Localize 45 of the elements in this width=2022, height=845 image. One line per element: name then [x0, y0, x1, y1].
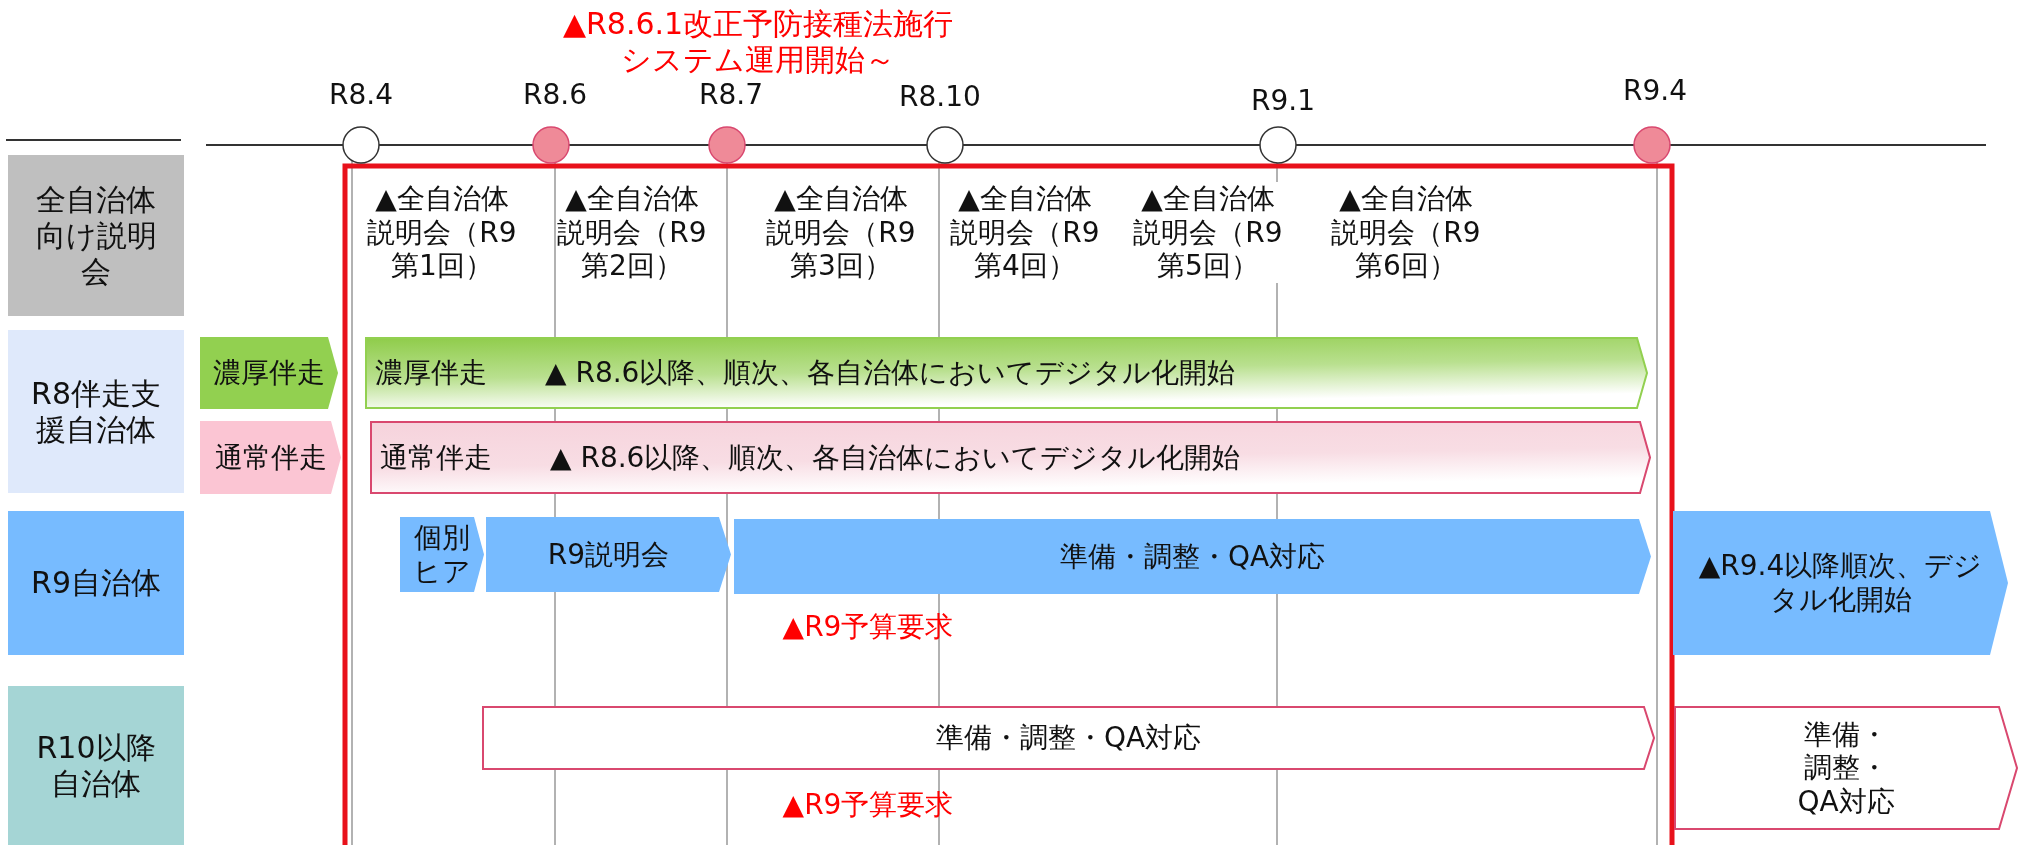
- phase-label: 準備・調整・QA対応: [935, 721, 1202, 755]
- phase-bar: [200, 337, 338, 409]
- phase-bar: [400, 517, 484, 592]
- event-note: ▲全自治体説明会（R9第2回）: [557, 182, 707, 283]
- phase-bar: [1674, 706, 2018, 830]
- phase-label: 準備・調整・QA対応: [1059, 539, 1326, 574]
- event-note: ▲全自治体説明会（R9第6回）: [1331, 182, 1481, 283]
- phase-label: 濃厚伴走: [375, 356, 487, 390]
- row-header: [8, 686, 184, 845]
- phase-bar: [734, 519, 1651, 594]
- row-header: [8, 511, 184, 655]
- phase-label: R9説明会: [547, 537, 670, 572]
- phase-label: 濃厚伴走: [213, 356, 325, 390]
- row-header: [8, 155, 184, 316]
- notice-text: ▲R8.6.1改正予防接種法施行システム運用開始～: [561, 6, 955, 78]
- milestone-label: R8.10: [898, 80, 982, 114]
- phase-label: ▲R9.4以降順次、デジタル化開始: [1697, 549, 1984, 617]
- row-title: R8伴走支援自治体: [31, 375, 161, 448]
- event-note: ▲全自治体説明会（R9第3回）: [766, 182, 916, 283]
- phase-bar: [1673, 511, 2008, 655]
- event-note: ▲全自治体説明会（R9第5回）: [1133, 182, 1283, 283]
- milestone-label: R8.6: [522, 78, 588, 112]
- milestone-label: R9.4: [1622, 74, 1688, 108]
- event-note: ▲全自治体説明会（R9第4回）: [950, 182, 1100, 283]
- phase-label: ▲ R8.6以降、順次、各自治体においてデジタル化開始: [550, 440, 1241, 475]
- phase-label: ▲ R8.6以降、順次、各自治体においてデジタル化開始: [545, 356, 1236, 390]
- row-title: 全自治体向け説明会: [34, 181, 158, 290]
- phase-label: 準備・調整・QA対応: [1796, 717, 1896, 819]
- milestone-label: R8.7: [698, 78, 764, 112]
- phase-bar: [365, 337, 1648, 409]
- notice-text: ▲R9予算要求: [781, 610, 955, 644]
- phase-bar: [370, 421, 1651, 494]
- phase-bar: [486, 517, 731, 592]
- phase-label: 個別ヒア: [412, 520, 472, 589]
- phase-bar: [482, 706, 1655, 770]
- row-title: R10以降自治体: [35, 729, 157, 802]
- phase-label: 通常伴走: [214, 440, 327, 475]
- row-header: [8, 330, 184, 493]
- event-note: ▲全自治体説明会（R9第1回）: [367, 182, 517, 283]
- notice-text: ▲R9予算要求: [781, 788, 955, 822]
- milestone-label: R8.4: [328, 78, 394, 112]
- milestone-label: R9.1: [1250, 84, 1316, 118]
- phase-bar: [200, 421, 341, 494]
- row-title: R9自治体: [31, 565, 161, 601]
- phase-label: 通常伴走: [380, 440, 492, 475]
